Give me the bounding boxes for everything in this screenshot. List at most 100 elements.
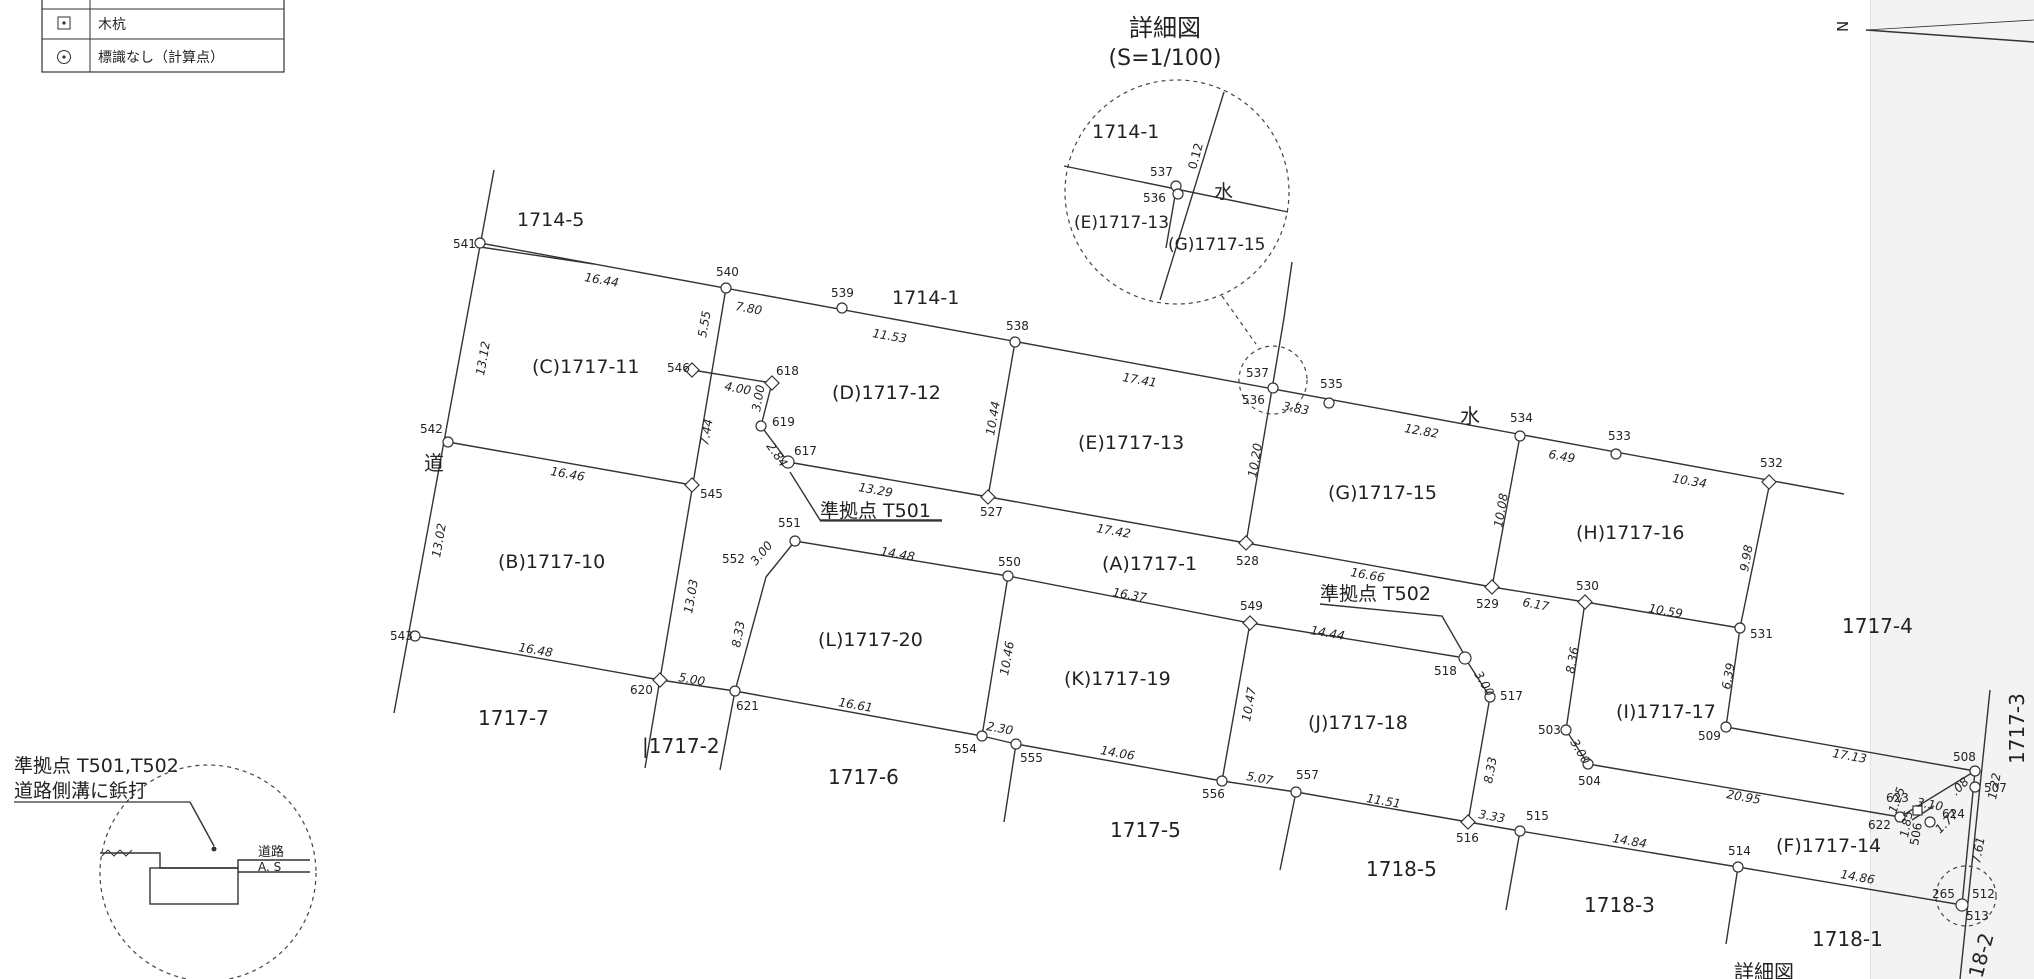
dist-10-47: 10.47	[1239, 686, 1259, 723]
detail-label-536: 536	[1143, 191, 1166, 205]
point-532: 532	[1760, 456, 1783, 470]
dist-13-03: 13.03	[681, 578, 701, 614]
dist-13-12: 13.12	[473, 340, 493, 376]
parcel-J: (J)1717-18	[1308, 712, 1408, 734]
dist-2-30: 2.30	[985, 719, 1014, 737]
dist-5-00: 5.00	[677, 670, 706, 688]
point-538: 538	[1006, 319, 1029, 333]
detail-label-water: 水	[1214, 181, 1233, 203]
point-516: 516	[1456, 831, 1479, 845]
parcel-C: (C)1717-11	[532, 356, 639, 378]
north-symbol: N	[1834, 21, 1852, 32]
dist-16-46: 16.46	[549, 464, 586, 484]
dist-10-34: 10.34	[1671, 471, 1707, 491]
dist-12-82: 12.82	[1403, 421, 1439, 441]
point-554: 554	[954, 742, 977, 756]
dist-8-33-a: 8.33	[729, 620, 747, 649]
dist-14-86: 14.86	[1839, 867, 1876, 887]
point-503: 503	[1538, 723, 1561, 737]
point-517: 517	[1500, 689, 1523, 703]
dist-16-37: 16.37	[1111, 585, 1148, 605]
parcel-E: (E)1717-13	[1078, 432, 1184, 454]
parcel-1718-1: 1718-1	[1812, 927, 1883, 951]
point-507: 507	[1984, 781, 2007, 795]
benchmark-t502: 準拠点 T502	[1320, 583, 1431, 605]
dist-3-00-b: 3.00	[748, 538, 776, 568]
point-265: 265	[1932, 887, 1955, 901]
dist-17-42: 17.42	[1095, 521, 1131, 541]
inset-caption-2: 道路側溝に鋲打	[14, 780, 147, 802]
point-518: 518	[1434, 664, 1457, 678]
benchmark-labels: 準拠点 T501 準拠点 T502	[820, 500, 1431, 605]
point-550: 550	[998, 555, 1021, 569]
parcel-1718-2: 18-2	[1964, 930, 1999, 979]
detail-view: 詳細図 (S=1/100) 1714-1 537 536 0.12 水 (E)1…	[1063, 14, 1290, 345]
parcel-B: (B)1717-10	[498, 551, 605, 573]
point-527: 527	[980, 505, 1003, 519]
parcel-F: (F)1717-14	[1776, 835, 1881, 857]
point-530: 530	[1576, 579, 1599, 593]
dist-3-83: 3.83	[1281, 399, 1310, 417]
point-545: 545	[700, 487, 723, 501]
plan-detail-circle-537	[1238, 345, 1308, 415]
dist-4-00: 4.00	[723, 379, 752, 397]
dist-7-44: 7.44	[697, 418, 715, 447]
point-515: 515	[1526, 809, 1549, 823]
point-555: 555	[1020, 751, 1043, 765]
inset-road-label: 道路	[258, 844, 284, 860]
benchmark-t501: 準拠点 T501	[820, 500, 931, 522]
dist-10-44: 10.44	[983, 400, 1003, 436]
parcel-D: (D)1717-12	[832, 382, 941, 404]
parcel-I: (I)1717-17	[1616, 701, 1716, 723]
dist-14-48: 14.48	[879, 544, 916, 564]
dist-14-84: 14.84	[1611, 831, 1647, 851]
water-label: 水	[1460, 404, 1480, 428]
dist-3-33: 3.33	[1477, 807, 1506, 825]
point-619: 619	[772, 415, 795, 429]
parcel-1718-5: 1718-5	[1366, 857, 1437, 881]
dist-17-41: 17.41	[1121, 370, 1157, 390]
point-557: 557	[1296, 768, 1319, 782]
dist-10-08: 10.08	[1491, 492, 1511, 529]
detail-title-bottom: 詳細図	[1734, 960, 1794, 979]
road-label: 道	[424, 451, 444, 475]
point-622: 622	[1868, 818, 1891, 832]
detail-label-E: (E)1717-13	[1074, 213, 1169, 233]
plan-detail-circle-265	[1935, 865, 1997, 927]
point-529: 529	[1476, 597, 1499, 611]
legend-label-no-marker: 標識なし（計算点）	[98, 50, 224, 66]
dist-17-13: 17.13	[1831, 746, 1867, 766]
detail-circle	[1064, 79, 1290, 305]
parcel-G: (G)1717-15	[1328, 482, 1437, 504]
detail-label-1714-1: 1714-1	[1092, 121, 1159, 143]
inset-caption-1: 準拠点 T501,T502	[14, 755, 179, 777]
point-537: 537	[1246, 366, 1269, 380]
legend-label-wood-stake: 木杭	[98, 17, 126, 33]
detail-scale: (S=1/100)	[1109, 46, 1222, 71]
dist-16-44: 16.44	[583, 270, 619, 290]
point-618: 618	[776, 364, 799, 378]
dist-11-51: 11.51	[1365, 791, 1401, 811]
dist-1-85: 1.85	[1897, 810, 1915, 839]
parcel-1714-5: 1714-5	[517, 209, 584, 231]
point-546: 546	[667, 361, 690, 375]
point-markers	[409, 237, 1981, 912]
point-535: 535	[1320, 377, 1343, 391]
detail-label-537: 537	[1150, 165, 1173, 179]
point-508: 508	[1953, 750, 1976, 764]
dist-7-80: 7.80	[734, 299, 763, 317]
point-541: 541	[453, 237, 476, 251]
dist-11-53: 11.53	[871, 326, 907, 346]
parcel-labels: 1714-5 1714-1 (C)1717-11 (D)1717-12 (E)1…	[424, 209, 2029, 979]
point-539: 539	[831, 286, 854, 300]
point-536: 536	[1242, 393, 1265, 407]
point-621: 621	[736, 699, 759, 713]
point-531: 531	[1750, 627, 1773, 641]
dist-8-36: 8.36	[1563, 645, 1581, 674]
dist-13-02: 13.02	[429, 522, 449, 558]
dist-10-20: 10.20	[1245, 442, 1265, 479]
point-620: 620	[630, 683, 653, 697]
parcel-A: (A)1717-1	[1102, 553, 1197, 575]
dist-3-10: 3.10	[1915, 795, 1944, 813]
detail-title: 詳細図	[1129, 14, 1201, 42]
